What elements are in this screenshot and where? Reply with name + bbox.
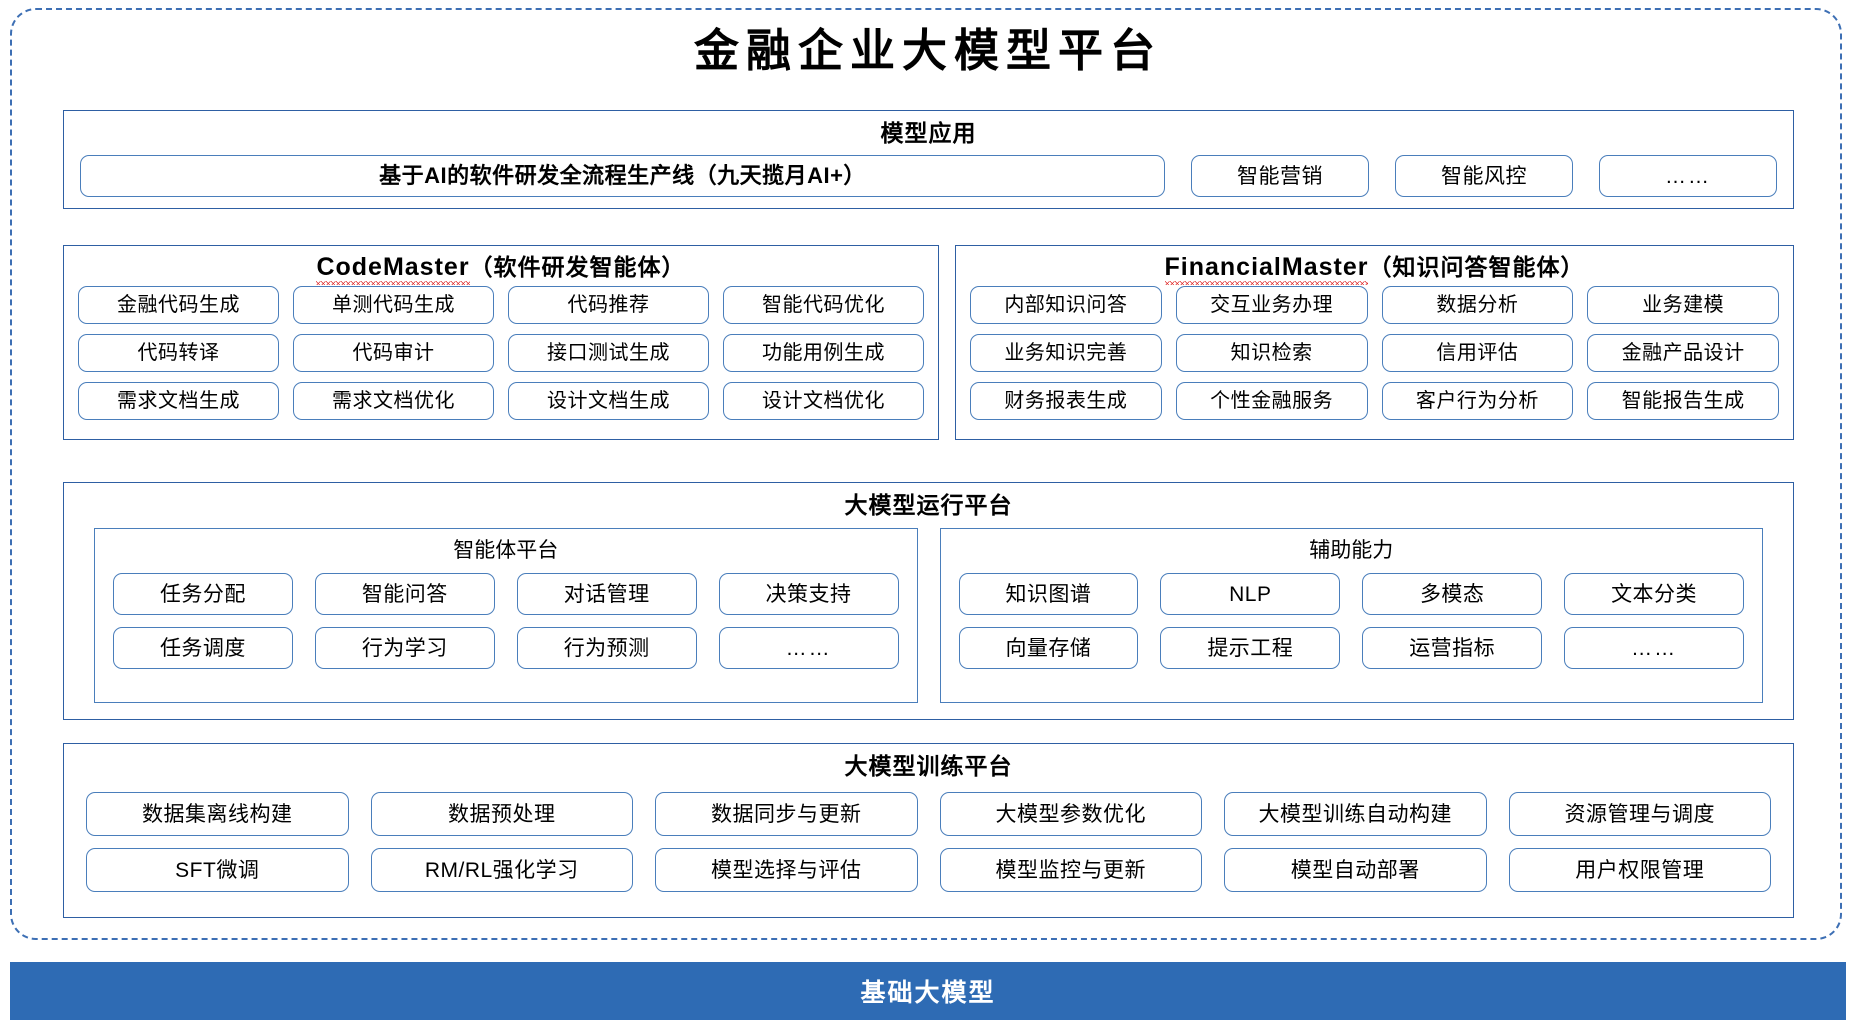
training-platform-item[interactable]: 数据集离线构建 (86, 792, 349, 836)
auxiliary-capability-row-1: 知识图谱 NLP 多模态 文本分类 (958, 573, 1744, 615)
runtime-columns: 智能体平台 任务分配 智能问答 对话管理 决策支持 任务调度 行为学习 行为预测… (94, 528, 1763, 703)
codemaster-item[interactable]: 代码转译 (78, 334, 279, 372)
financialmaster-item[interactable]: 知识检索 (1175, 334, 1368, 372)
training-platform-item[interactable]: 大模型参数优化 (939, 792, 1202, 836)
section-title-codemaster: CodeMaster（软件研发智能体） (64, 252, 938, 285)
section-runtime-platform: 大模型运行平台 智能体平台 任务分配 智能问答 对话管理 决策支持 任务调度 行… (63, 482, 1794, 720)
codemaster-item[interactable]: 功能用例生成 (723, 334, 924, 372)
section-codemaster: CodeMaster（软件研发智能体） 金融代码生成 单测代码生成 代码推荐 智… (63, 245, 939, 440)
auxiliary-capability-item[interactable]: 多模态 (1362, 573, 1543, 615)
codemaster-item[interactable]: 代码推荐 (508, 286, 709, 324)
codemaster-item[interactable]: 智能代码优化 (723, 286, 924, 324)
auxiliary-capability-item[interactable]: 运营指标 (1362, 627, 1543, 669)
codemaster-item[interactable]: 单测代码生成 (293, 286, 494, 324)
financialmaster-name-en: FinancialMaster (1164, 253, 1369, 285)
subpanel-title-auxiliary-capability: 辅助能力 (1309, 539, 1394, 562)
agent-platform-row-1: 任务分配 智能问答 对话管理 决策支持 (113, 573, 899, 615)
base-model-label: 基础大模型 (860, 979, 996, 1007)
page-title: 金融企业大模型平台 (693, 26, 1162, 76)
model-application-item-marketing[interactable]: 智能营销 (1191, 155, 1369, 197)
training-platform-item[interactable]: 大模型训练自动构建 (1224, 792, 1487, 836)
codemaster-row-2: 代码转译 代码审计 接口测试生成 功能用例生成 (78, 334, 924, 372)
financialmaster-item[interactable]: 智能报告生成 (1587, 382, 1779, 420)
model-application-item-more[interactable]: …… (1599, 155, 1777, 197)
codemaster-item[interactable]: 设计文档优化 (723, 382, 924, 420)
financialmaster-row-1: 内部知识问答 交互业务办理 数据分析 业务建模 (970, 286, 1779, 324)
agent-platform-item[interactable]: 智能问答 (314, 573, 495, 615)
training-platform-item[interactable]: 模型监控与更新 (939, 848, 1202, 892)
training-platform-item[interactable]: 用户权限管理 (1508, 848, 1771, 892)
codemaster-item[interactable]: 金融代码生成 (78, 286, 279, 324)
codemaster-item[interactable]: 接口测试生成 (508, 334, 709, 372)
training-platform-row-1: 数据集离线构建 数据预处理 数据同步与更新 大模型参数优化 大模型训练自动构建 … (86, 792, 1771, 836)
auxiliary-capability-row-2: 向量存储 提示工程 运营指标 …… (958, 627, 1744, 669)
training-platform-item[interactable]: 资源管理与调度 (1508, 792, 1771, 836)
model-application-item-row: 基于AI的软件研发全流程生产线（九天揽月AI+） 智能营销 智能风控 …… (80, 155, 1777, 197)
auxiliary-capability-item[interactable]: 知识图谱 (958, 573, 1139, 615)
auxiliary-capability-item[interactable]: 文本分类 (1564, 573, 1744, 615)
financialmaster-item[interactable]: 数据分析 (1381, 286, 1574, 324)
financialmaster-item[interactable]: 金融产品设计 (1587, 334, 1779, 372)
financialmaster-item[interactable]: 客户行为分析 (1381, 382, 1574, 420)
auxiliary-capability-grid: 知识图谱 NLP 多模态 文本分类 向量存储 提示工程 运营指标 …… (958, 573, 1744, 669)
training-platform-grid: 数据集离线构建 数据预处理 数据同步与更新 大模型参数优化 大模型训练自动构建 … (86, 792, 1771, 892)
agent-platform-item[interactable]: 任务调度 (113, 627, 293, 669)
codemaster-row-3: 需求文档生成 需求文档优化 设计文档生成 设计文档优化 (78, 382, 924, 420)
section-title-model-application: 模型应用 (880, 120, 977, 146)
auxiliary-capability-item[interactable]: NLP (1160, 573, 1341, 615)
section-training-platform: 大模型训练平台 数据集离线构建 数据预处理 数据同步与更新 大模型参数优化 大模… (63, 743, 1794, 918)
agent-platform-item[interactable]: 决策支持 (718, 573, 899, 615)
training-platform-item[interactable]: 数据同步与更新 (655, 792, 918, 836)
financialmaster-item[interactable]: 交互业务办理 (1175, 286, 1368, 324)
codemaster-item[interactable]: 需求文档生成 (78, 382, 279, 420)
financialmaster-item[interactable]: 业务建模 (1587, 286, 1779, 324)
financialmaster-row-3: 财务报表生成 个性金融服务 客户行为分析 智能报告生成 (970, 382, 1779, 420)
section-title-training-platform: 大模型训练平台 (844, 753, 1013, 779)
codemaster-name-cn: （软件研发智能体） (469, 254, 686, 280)
agent-platform-row-2: 任务调度 行为学习 行为预测 …… (113, 627, 899, 669)
agent-platform-item[interactable]: 行为学习 (314, 627, 495, 669)
section-model-application: 模型应用 基于AI的软件研发全流程生产线（九天揽月AI+） 智能营销 智能风控 … (63, 110, 1794, 209)
financialmaster-item[interactable]: 信用评估 (1381, 334, 1574, 372)
agent-platform-item-more[interactable]: …… (718, 627, 899, 669)
agent-platform-item[interactable]: 任务分配 (113, 573, 293, 615)
financialmaster-item[interactable]: 个性金融服务 (1175, 382, 1368, 420)
financialmaster-capability-grid: 内部知识问答 交互业务办理 数据分析 业务建模 业务知识完善 知识检索 信用评估… (970, 286, 1779, 420)
model-application-banner[interactable]: 基于AI的软件研发全流程生产线（九天揽月AI+） (80, 155, 1165, 197)
codemaster-item[interactable]: 代码审计 (293, 334, 494, 372)
agent-platform-item[interactable]: 对话管理 (516, 573, 697, 615)
section-title-financialmaster: FinancialMaster（知识问答智能体） (956, 252, 1793, 285)
subpanel-title-agent-platform: 智能体平台 (453, 539, 559, 562)
codemaster-item[interactable]: 需求文档优化 (293, 382, 494, 420)
financialmaster-item[interactable]: 财务报表生成 (970, 382, 1162, 420)
codemaster-row-1: 金融代码生成 单测代码生成 代码推荐 智能代码优化 (78, 286, 924, 324)
financialmaster-item[interactable]: 内部知识问答 (970, 286, 1162, 324)
model-application-item-risk-control[interactable]: 智能风控 (1395, 155, 1573, 197)
auxiliary-capability-item-more[interactable]: …… (1564, 627, 1744, 669)
training-platform-item[interactable]: 数据预处理 (370, 792, 633, 836)
base-model-bar: 基础大模型 (10, 962, 1846, 1020)
section-title-runtime-platform: 大模型运行平台 (844, 492, 1013, 518)
training-platform-item[interactable]: 模型自动部署 (1224, 848, 1487, 892)
training-platform-item[interactable]: RM/RL强化学习 (370, 848, 633, 892)
codemaster-capability-grid: 金融代码生成 单测代码生成 代码推荐 智能代码优化 代码转译 代码审计 接口测试… (78, 286, 924, 420)
training-platform-item[interactable]: 模型选择与评估 (655, 848, 918, 892)
subpanel-agent-platform: 智能体平台 任务分配 智能问答 对话管理 决策支持 任务调度 行为学习 行为预测… (94, 528, 918, 703)
training-platform-row-2: SFT微调 RM/RL强化学习 模型选择与评估 模型监控与更新 模型自动部署 用… (86, 848, 1771, 892)
agent-platform-grid: 任务分配 智能问答 对话管理 决策支持 任务调度 行为学习 行为预测 …… (113, 573, 899, 669)
financialmaster-item[interactable]: 业务知识完善 (970, 334, 1162, 372)
auxiliary-capability-item[interactable]: 向量存储 (958, 627, 1139, 669)
subpanel-auxiliary-capability: 辅助能力 知识图谱 NLP 多模态 文本分类 向量存储 提示工程 运营指标 …… (939, 528, 1763, 703)
auxiliary-capability-item[interactable]: 提示工程 (1160, 627, 1341, 669)
codemaster-item[interactable]: 设计文档生成 (508, 382, 709, 420)
financialmaster-row-2: 业务知识完善 知识检索 信用评估 金融产品设计 (970, 334, 1779, 372)
codemaster-name-en: CodeMaster (316, 253, 470, 285)
architecture-frame (10, 8, 1842, 940)
section-financialmaster: FinancialMaster（知识问答智能体） 内部知识问答 交互业务办理 数… (955, 245, 1794, 440)
training-platform-item[interactable]: SFT微调 (86, 848, 349, 892)
agent-platform-item[interactable]: 行为预测 (516, 627, 697, 669)
financialmaster-name-cn: （知识问答智能体） (1368, 254, 1585, 280)
